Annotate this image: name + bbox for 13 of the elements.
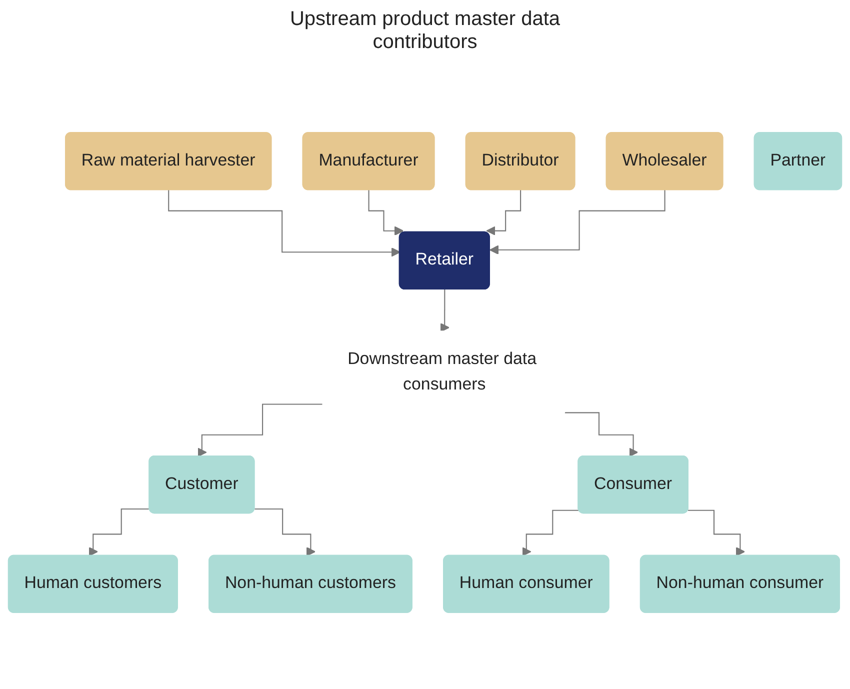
heading-text: Upstream product master data contributors <box>288 8 562 54</box>
arrow <box>368 190 404 236</box>
arrow <box>486 190 522 236</box>
arrow <box>88 508 150 556</box>
arrow <box>440 289 450 332</box>
arrow <box>489 190 666 255</box>
arrow <box>254 508 316 556</box>
arrow <box>522 510 580 556</box>
arrow <box>688 510 746 556</box>
arrow <box>564 412 638 457</box>
node-text: Downstream master data consumers <box>348 350 537 394</box>
arrow <box>197 404 324 457</box>
arrow <box>168 190 400 257</box>
